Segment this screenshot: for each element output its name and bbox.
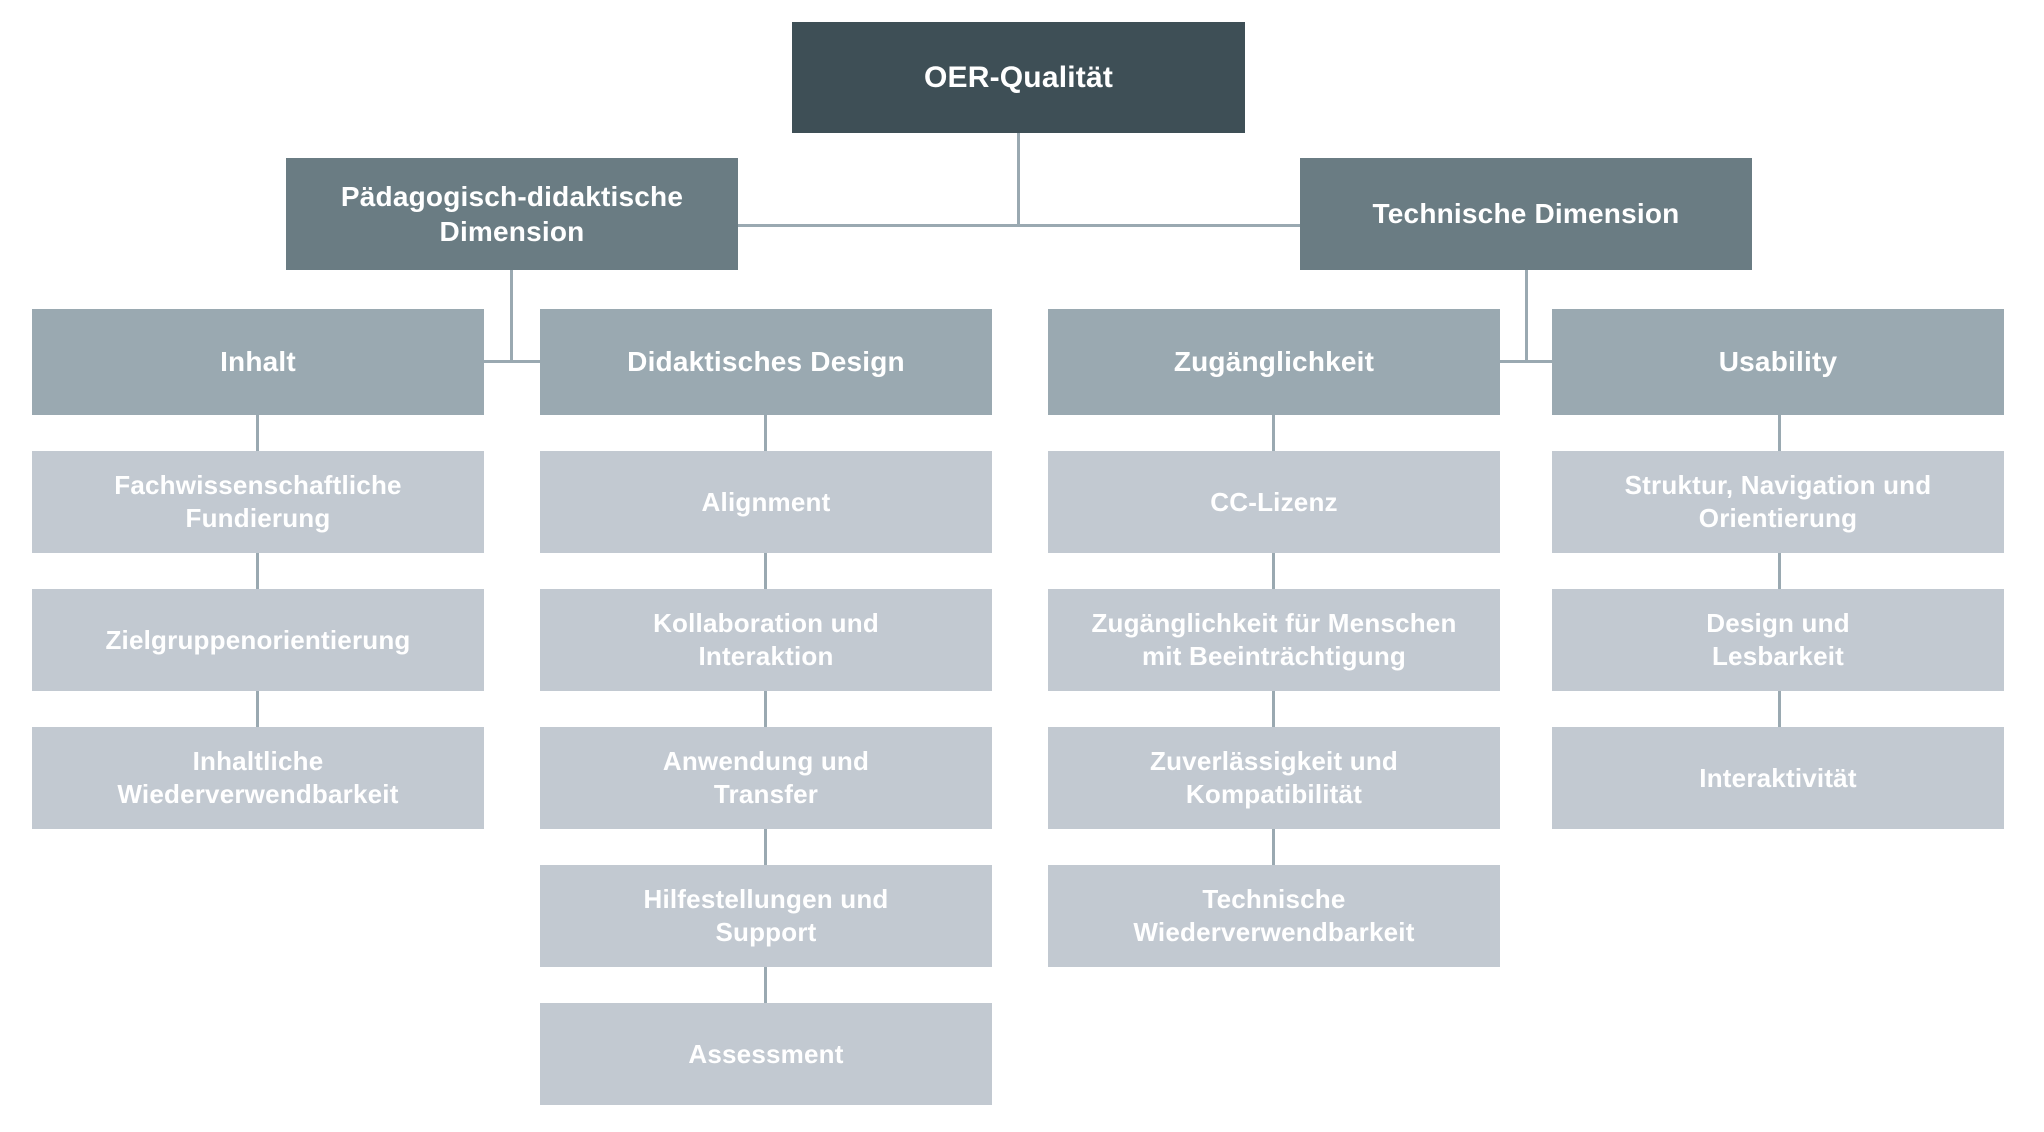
node-inhaltliche-wiederverwendbarkeit[interactable]: Inhaltliche Wiederverwendbarkeit	[32, 727, 484, 829]
node-assessment[interactable]: Assessment	[540, 1003, 992, 1105]
connector-didaktik-4	[764, 829, 767, 865]
connector-dimension-bus	[738, 224, 1302, 227]
connector-root-to-bus	[1017, 133, 1020, 225]
connector-usability-1	[1778, 415, 1781, 451]
node-kollaboration-und-interaktion[interactable]: Kollaboration und Interaktion	[540, 589, 992, 691]
node-interaktivitaet[interactable]: Interaktivität	[1552, 727, 2004, 829]
connector-dim2-down	[1525, 270, 1528, 362]
node-cc-lizenz[interactable]: CC-Lizenz	[1048, 451, 1500, 553]
node-usability[interactable]: Usability	[1552, 309, 2004, 415]
connector-dim1-down	[510, 270, 513, 362]
connector-didaktik-1	[764, 415, 767, 451]
node-zugaenglichkeit-fuer-menschen-mit-beeintraechtigung[interactable]: Zugänglichkeit für Menschen mit Beeinträ…	[1048, 589, 1500, 691]
connector-zugang-2	[1272, 553, 1275, 589]
connector-inhalt-3	[256, 691, 259, 727]
connector-zugang-1	[1272, 415, 1275, 451]
connector-zugang-4	[1272, 829, 1275, 865]
connector-usability-2	[1778, 553, 1781, 589]
node-didaktisches-design[interactable]: Didaktisches Design	[540, 309, 992, 415]
connector-usability-3	[1778, 691, 1781, 727]
node-struktur-navigation-und-orientierung[interactable]: Struktur, Navigation und Orientierung	[1552, 451, 2004, 553]
node-paedagogisch-didaktische-dimension[interactable]: Pädagogisch-didaktische Dimension	[286, 158, 738, 270]
connector-didaktik-3	[764, 691, 767, 727]
node-oer-qualitaet[interactable]: OER-Qualität	[792, 22, 1245, 133]
connector-didaktik-5	[764, 967, 767, 1003]
node-hilfestellungen-und-support[interactable]: Hilfestellungen und Support	[540, 865, 992, 967]
node-anwendung-und-transfer[interactable]: Anwendung und Transfer	[540, 727, 992, 829]
connector-dim1-bus	[256, 360, 766, 363]
node-design-und-lesbarkeit[interactable]: Design und Lesbarkeit	[1552, 589, 2004, 691]
node-zielgruppenorientierung[interactable]: Zielgruppenorientierung	[32, 589, 484, 691]
connector-inhalt-1	[256, 415, 259, 451]
node-technische-wiederverwendbarkeit[interactable]: Technische Wiederverwendbarkeit	[1048, 865, 1500, 967]
node-alignment[interactable]: Alignment	[540, 451, 992, 553]
connector-zugang-3	[1272, 691, 1275, 727]
node-zugaenglichkeit[interactable]: Zugänglichkeit	[1048, 309, 1500, 415]
node-technische-dimension[interactable]: Technische Dimension	[1300, 158, 1752, 270]
node-inhalt[interactable]: Inhalt	[32, 309, 484, 415]
node-fachwissenschaftliche-fundierung[interactable]: Fachwissenschaftliche Fundierung	[32, 451, 484, 553]
connector-dim2-bus	[1272, 360, 1782, 363]
connector-didaktik-2	[764, 553, 767, 589]
node-zuverlaessigkeit-und-kompatibilitaet[interactable]: Zuverlässigkeit und Kompatibilität	[1048, 727, 1500, 829]
connector-inhalt-2	[256, 553, 259, 589]
